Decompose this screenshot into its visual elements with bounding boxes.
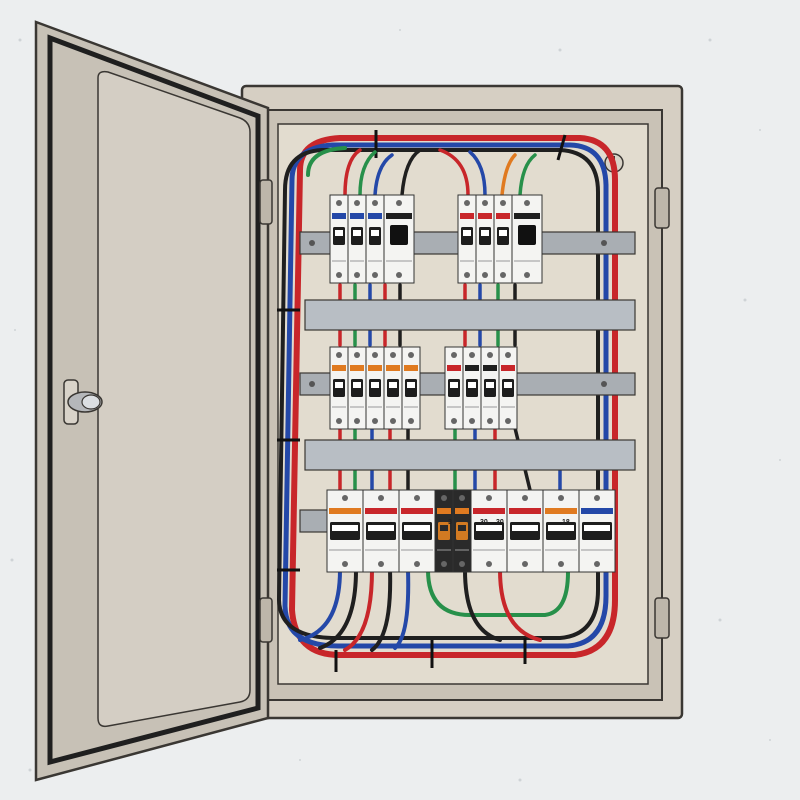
cable-duct-2 bbox=[304, 439, 636, 471]
breaker-rating-label: 18 bbox=[562, 519, 570, 526]
circuit-breaker[interactable] bbox=[329, 346, 349, 430]
circuit-breaker[interactable] bbox=[475, 194, 495, 284]
circuit-breaker[interactable] bbox=[362, 489, 400, 573]
circuit-breaker[interactable] bbox=[365, 194, 385, 284]
circuit-breaker[interactable] bbox=[470, 489, 508, 573]
circuit-breaker[interactable] bbox=[452, 489, 472, 573]
circuit-breaker[interactable] bbox=[542, 489, 580, 573]
circuit-breaker[interactable] bbox=[462, 346, 482, 430]
circuit-breaker[interactable] bbox=[498, 346, 518, 430]
circuit-breaker[interactable] bbox=[347, 346, 367, 430]
circuit-breaker[interactable] bbox=[457, 194, 477, 284]
circuit-breaker[interactable] bbox=[578, 489, 616, 573]
circuit-breaker[interactable] bbox=[506, 489, 544, 573]
circuit-breaker[interactable] bbox=[398, 489, 436, 573]
breaker-group bbox=[329, 346, 421, 430]
door-lock-icon[interactable] bbox=[63, 379, 103, 425]
breaker-group bbox=[329, 194, 415, 284]
circuit-breaker[interactable] bbox=[365, 346, 385, 430]
circuit-breaker[interactable] bbox=[329, 194, 349, 284]
cable-duct-1 bbox=[304, 299, 636, 331]
breaker-group bbox=[444, 346, 518, 430]
circuit-breaker[interactable] bbox=[493, 194, 513, 284]
cable-ties bbox=[277, 130, 567, 672]
hinge-right-bottom bbox=[654, 597, 670, 639]
circuit-breaker[interactable] bbox=[444, 346, 464, 430]
circuit-breaker[interactable] bbox=[383, 194, 415, 284]
door[interactable] bbox=[34, 20, 270, 782]
breaker-rating-label: 3 bbox=[448, 519, 452, 526]
breaker-rating-label: 30 bbox=[496, 519, 504, 526]
circuit-breaker[interactable] bbox=[511, 194, 543, 284]
breaker-rating-label: 30 bbox=[480, 519, 488, 526]
circuit-breaker[interactable] bbox=[383, 346, 403, 430]
hinge-door-top bbox=[259, 179, 273, 225]
breaker-group bbox=[457, 194, 543, 284]
breaker-group bbox=[326, 489, 616, 573]
wall-texture bbox=[10, 29, 781, 782]
circuit-breaker[interactable] bbox=[434, 489, 454, 573]
wire-exits-bottom bbox=[298, 568, 570, 652]
circuit-breaker[interactable] bbox=[401, 346, 421, 430]
hinge-right-top bbox=[654, 187, 670, 229]
breaker-rows: 3 30 30 18 bbox=[326, 194, 616, 573]
circuit-breaker[interactable] bbox=[480, 346, 500, 430]
circuit-breaker[interactable] bbox=[347, 194, 367, 284]
hinge-door-bottom bbox=[259, 597, 273, 643]
circuit-breaker[interactable] bbox=[326, 489, 364, 573]
